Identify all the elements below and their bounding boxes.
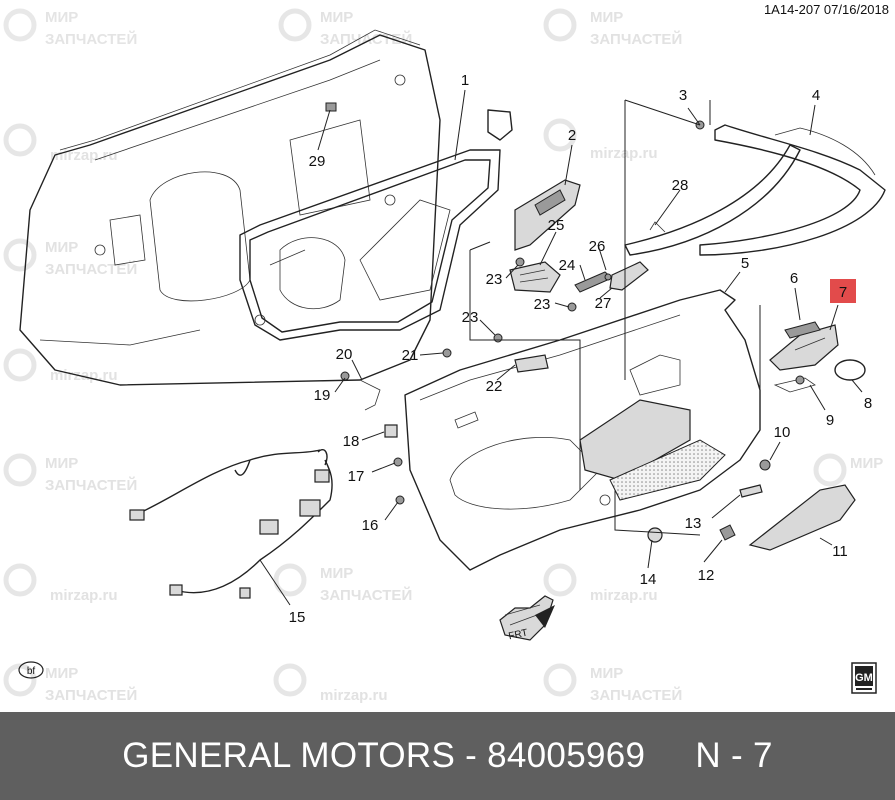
clip [325,102,337,112]
callout-5: 5 [741,255,749,272]
watermark-text: МИР [45,665,78,682]
grouping-lines [469,99,761,536]
watermark-logo: МИР ЗАПЧАСТЕЙ [3,663,137,704]
upper-trim [624,124,886,256]
watermark-text: МИР [590,665,623,682]
watermark-text: МИР [590,9,623,26]
callout-22: 22 [486,378,503,395]
watermark-text: МИР [320,565,353,582]
watermark-logo: МИР ЗАПЧАСТЕЙ [3,238,137,278]
watermark-text: mirzap.ru [320,687,388,704]
handle-bezel [609,261,649,291]
watermark-text: mirzap.ru [50,367,118,384]
watermark-logo: mirzap.ru [543,563,658,604]
watermark-text: ЗАПЧАСТЕЙ [45,686,137,704]
plug [487,109,513,141]
watermark-logo: mirzap.ru [543,118,658,162]
pull-cup [769,321,839,393]
callout-28: 28 [672,177,689,194]
callout-7-highlight [830,279,856,303]
watermark-logo: МИР ЗАПЧАСТЕЙ [3,8,137,48]
door-frame [19,29,441,386]
reflector [739,484,763,498]
front-arrow-label: FRT [508,628,529,643]
watermark-text: МИР [45,455,78,472]
footer-bar: GENERAL MOTORS - 84005969 N - 7 [0,712,895,800]
watermark-text: mirzap.ru [590,587,658,604]
callout-18: 18 [343,433,360,450]
callout-19: 19 [314,387,331,404]
watermark-logo: МИР ЗАПЧАСТЕЙ [3,453,137,494]
armrest [748,484,856,551]
callout-14: 14 [640,571,657,588]
callout-2: 2 [568,127,576,144]
watermark-logo: МИР ЗАПЧАСТЕЙ [273,563,412,604]
callout-11: 11 [832,543,848,560]
watermark-text: МИР [320,9,353,26]
callout-17: 17 [348,468,365,485]
watermark-text: ЗАПЧАСТЕЙ [45,260,137,278]
gm-logo: GM [851,662,877,694]
watermark-text: ЗАПЧАСТЕЙ [590,686,682,704]
callout-23: 23 [534,296,551,313]
callout-21: 21 [402,347,419,364]
callout-7: 7 [839,284,847,301]
callout-10: 10 [774,424,791,441]
callout-27: 27 [595,295,612,312]
watermark-text: ЗАПЧАСТЕЙ [320,30,412,48]
callout-16: 16 [362,517,379,534]
callout-29: 29 [309,153,326,170]
watermark-logo: mirzap.ru [3,563,118,604]
watermark-logo: МИР ЗАПЧАСТЕЙ [543,8,682,48]
callout-23: 23 [486,271,503,288]
gm-logo-text: GM [855,672,873,684]
watermark-logo: МИР ЗАПЧАСТЕЙ [278,8,412,48]
front-arrow: FRT [499,595,555,643]
drawing-reference: 1A14-207 07/16/2018 [764,2,889,17]
watermark-layer: МИР ЗАПЧАСТЕЙ МИР ЗАПЧАСТЕЙ МИР ЗАПЧАСТЕ… [3,8,883,704]
parts-diagram: МИР ЗАПЧАСТЕЙ МИР ЗАПЧАСТЕЙ МИР ЗАПЧАСТЕ… [3,2,889,704]
fasteners [340,120,805,543]
watermark-text: ЗАПЧАСТЕЙ [45,476,137,494]
callout-15: 15 [289,609,306,626]
callout-12: 12 [698,567,715,584]
callout-23: 23 [462,309,479,326]
watermark-logo: МИР [813,453,883,487]
callout-8: 8 [864,395,872,412]
watermark-logo: МИР ЗАПЧАСТЕЙ [543,663,682,704]
watermark-text: mirzap.ru [50,587,118,604]
callout-layer: 1 2 3 4 5 6 7 8 9 10 11 12 13 14 15 16 1… [289,72,873,626]
watermark-text: ЗАПЧАСТЕЙ [590,30,682,48]
bf-badge-text: bf [27,666,36,677]
watermark-logo: mirzap.ru [3,348,118,384]
callout-4: 4 [812,87,820,104]
bf-badge: bf [18,661,44,679]
watermark-text: ЗАПЧАСТЕЙ [320,586,412,604]
callout-24: 24 [559,257,576,274]
inside-handle [514,354,549,373]
door-trim-panel [404,289,761,571]
watermark-text: mirzap.ru [590,145,658,162]
wiring-harness [129,448,333,599]
switch-bezel [509,179,581,293]
watermark-text: МИР [45,239,78,256]
part-number-caption: GENERAL MOTORS - 84005969 N - 7 [122,736,773,775]
callout-1: 1 [461,72,469,89]
cap [834,359,866,381]
callout-26: 26 [589,238,606,255]
callout-20: 20 [336,346,353,363]
callout-3: 3 [679,87,687,104]
callout-6: 6 [790,270,798,287]
watermark-text: МИР [850,455,883,472]
callout-25: 25 [548,217,565,234]
leader-lines [259,89,863,606]
callout-9: 9 [826,412,834,429]
callout-13: 13 [685,515,702,532]
watermark-text: МИР [45,9,78,26]
water-deflector [239,149,501,341]
watermark-text: ЗАПЧАСТЕЙ [45,30,137,48]
watermark-logo: mirzap.ru [273,663,388,704]
